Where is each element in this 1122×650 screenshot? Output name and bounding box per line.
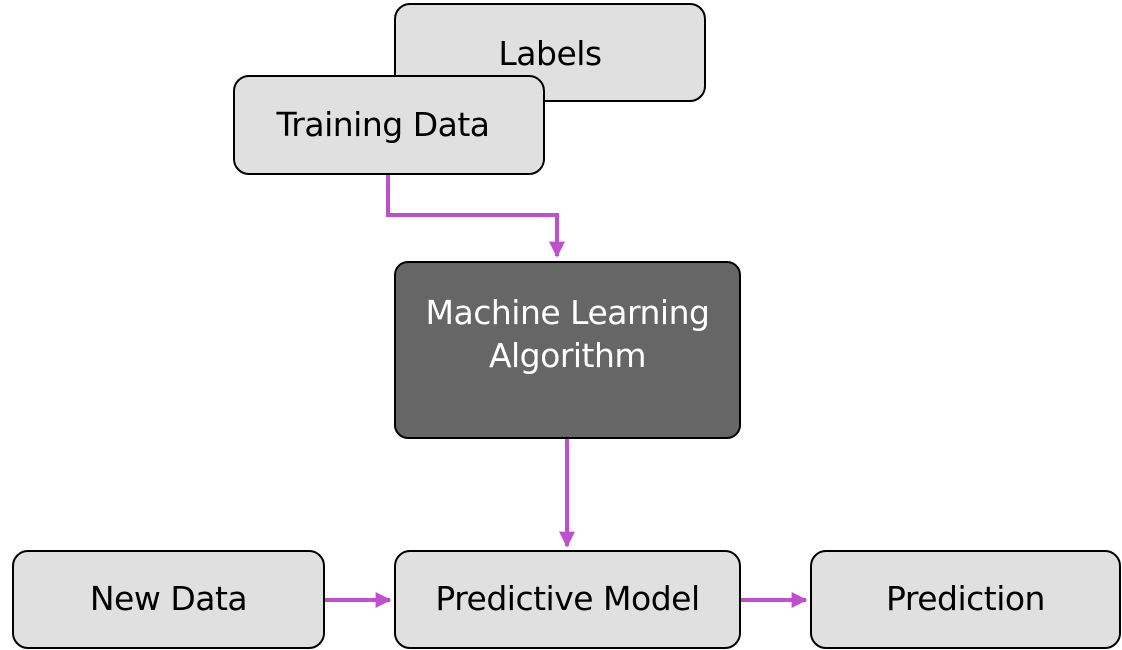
prediction-node-text: Prediction bbox=[886, 579, 1045, 619]
labels-node: Labels bbox=[394, 3, 706, 102]
training-data-node: Training Data bbox=[233, 75, 545, 175]
arrow-training-to-algorithm bbox=[386, 174, 565, 258]
labels-node-text: Labels bbox=[498, 34, 602, 73]
training-data-node-text: Training Data bbox=[276, 104, 491, 144]
predictive-model-node-text: Predictive Model bbox=[435, 579, 700, 619]
predictive-model-node: Predictive Model bbox=[394, 550, 741, 649]
ml-algorithm-node: Machine Learning Algorithm bbox=[394, 261, 741, 439]
new-data-node: New Data bbox=[12, 550, 325, 649]
ml-algorithm-line-1: Machine Learning bbox=[425, 293, 710, 333]
new-data-node-text: New Data bbox=[89, 579, 248, 619]
ml-algorithm-line-2: Algorithm bbox=[488, 336, 647, 375]
prediction-node: Prediction bbox=[810, 550, 1121, 649]
